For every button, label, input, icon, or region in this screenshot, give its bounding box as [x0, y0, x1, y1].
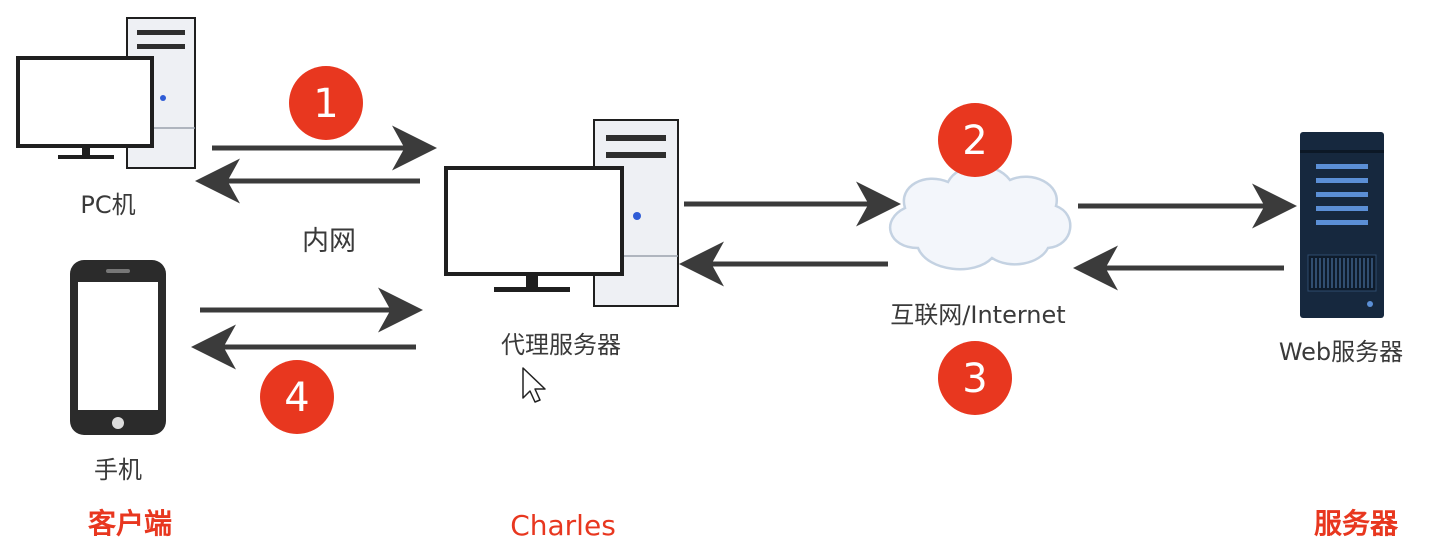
pc-label: PC机: [80, 191, 136, 219]
proxy-label: 代理服务器: [501, 331, 621, 359]
rack-server-icon: [1300, 132, 1384, 318]
cloud-icon: [888, 164, 1072, 271]
arrows: [191, 125, 1297, 370]
step-number-3: 3: [962, 356, 987, 402]
step-number-2: 2: [962, 118, 987, 164]
group-server-label: 服务器: [1313, 507, 1399, 540]
step-badge-4: 4: [260, 360, 334, 434]
internet-label: 互联网/Internet: [890, 301, 1066, 329]
smartphone-icon: [70, 260, 166, 435]
intranet-label: 内网: [302, 226, 356, 257]
step-badge-3: 3: [938, 341, 1012, 415]
proxy-server-icon: [444, 119, 679, 307]
phone-label: 手机: [94, 456, 142, 484]
pc-computer-icon: [16, 17, 196, 169]
proxy-monitor: [444, 166, 624, 292]
step-badge-1: 1: [289, 66, 363, 140]
step-number-4: 4: [284, 375, 309, 421]
mouse-cursor-icon: [522, 367, 546, 403]
group-charles-label: Charles: [510, 509, 616, 542]
pc-monitor: [16, 56, 154, 159]
step-number-1: 1: [313, 81, 338, 127]
web-server-label: Web服务器: [1278, 338, 1404, 366]
group-client-label: 客户端: [87, 507, 173, 540]
step-badge-2: 2: [938, 103, 1012, 177]
